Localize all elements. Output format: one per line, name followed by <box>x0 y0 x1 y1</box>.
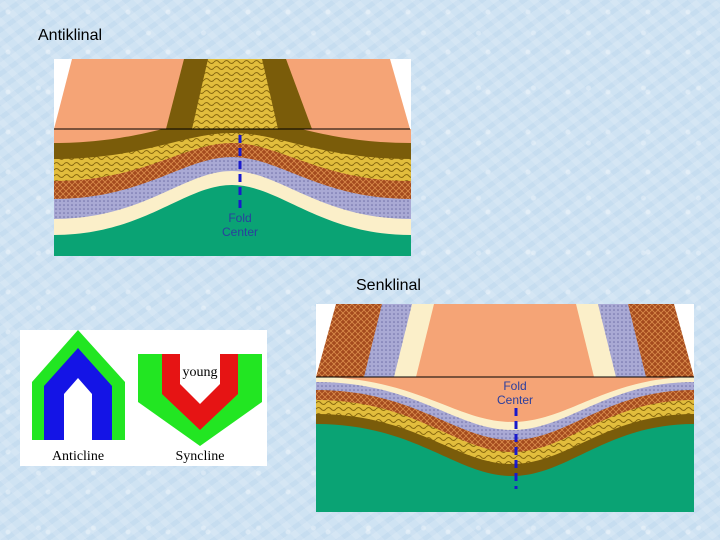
fold-types-illustration: old Anticline young Syncline <box>20 330 267 466</box>
syncline-caption: Syncline <box>176 449 225 464</box>
center-label: Center <box>222 225 258 239</box>
syncline-block-diagram: Fold Center <box>316 304 694 512</box>
old-label: old <box>69 413 87 428</box>
center-label: Center <box>497 393 533 407</box>
anticline-caption: Anticline <box>52 449 104 464</box>
young-label: young <box>183 365 218 380</box>
syncline-title: Senklinal <box>356 277 421 295</box>
fold-label: Fold <box>228 211 251 225</box>
anticline-block-diagram: Fold Center <box>54 59 411 256</box>
anticline-title: Antiklinal <box>38 27 102 45</box>
fold-label: Fold <box>503 379 526 393</box>
